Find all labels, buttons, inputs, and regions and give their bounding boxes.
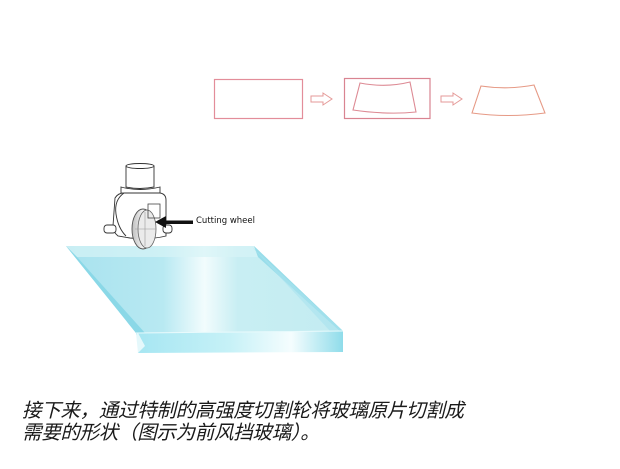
glass-sheet-illustration — [66, 246, 344, 353]
cutting-tool-illustration — [103, 163, 173, 250]
caption-line-2: 需要的形状（图示为前风挡玻璃）。 — [22, 421, 320, 444]
cutting-wheel-label: Cutting wheel — [196, 216, 255, 226]
arrow-right-icon — [310, 92, 333, 106]
caption-text: 接下来，通过特制的高强度切割轮将玻璃原片切割成 需要的形状（图示为前风挡玻璃）。 — [22, 400, 602, 444]
arrow-right-icon — [440, 92, 463, 106]
windshield-outline-on-sheet-icon — [343, 77, 431, 120]
pointer-arrow-icon — [155, 216, 193, 228]
caption-line-1: 接下来，通过特制的高强度切割轮将玻璃原片切割成 — [22, 399, 464, 422]
cut-windshield-icon — [471, 84, 546, 117]
raw-glass-sheet-icon — [213, 78, 304, 120]
